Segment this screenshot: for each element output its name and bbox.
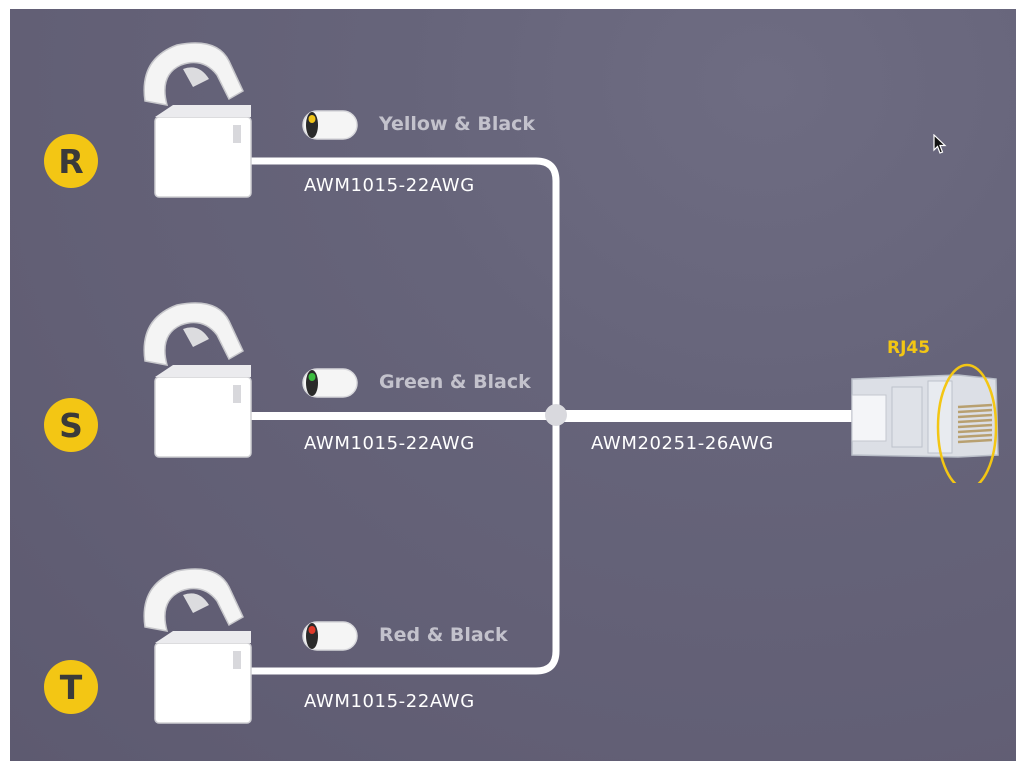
- wire-color-label-r: Yellow & Black: [379, 113, 536, 135]
- mouse-cursor-icon: [933, 134, 947, 154]
- ct-clamp-r-icon: [143, 42, 252, 198]
- wire-t: [248, 415, 560, 675]
- wiring-diagram-panel: R S T Yellow & Black Green & Black Red &…: [10, 9, 1016, 761]
- phase-badge-r: R: [44, 134, 98, 188]
- wire-r: [248, 157, 560, 415]
- ct-clamp-t-icon: [143, 568, 252, 724]
- phase-badge-s: S: [44, 398, 98, 452]
- cable-label-s: AWM1015-22AWG: [304, 433, 475, 454]
- junction-node: [545, 404, 567, 426]
- cable-label-t: AWM1015-22AWG: [304, 691, 475, 712]
- wire-paths: [248, 157, 855, 675]
- wire-color-label-t: Red & Black: [379, 624, 508, 646]
- wire-chip-green-black-icon: [302, 368, 358, 398]
- wire-chip-red-black-icon: [302, 621, 358, 651]
- rj45-label: RJ45: [887, 338, 931, 358]
- main-cable-label: AWM20251-26AWG: [591, 433, 774, 454]
- cable-label-r: AWM1015-22AWG: [304, 175, 475, 196]
- ct-clamp-s-icon: [143, 302, 252, 458]
- wire-color-label-s: Green & Black: [379, 371, 531, 393]
- wire-chip-yellow-black-icon: [302, 110, 358, 140]
- phase-badge-t: T: [44, 660, 98, 714]
- rj45-connector-icon: [851, 363, 999, 483]
